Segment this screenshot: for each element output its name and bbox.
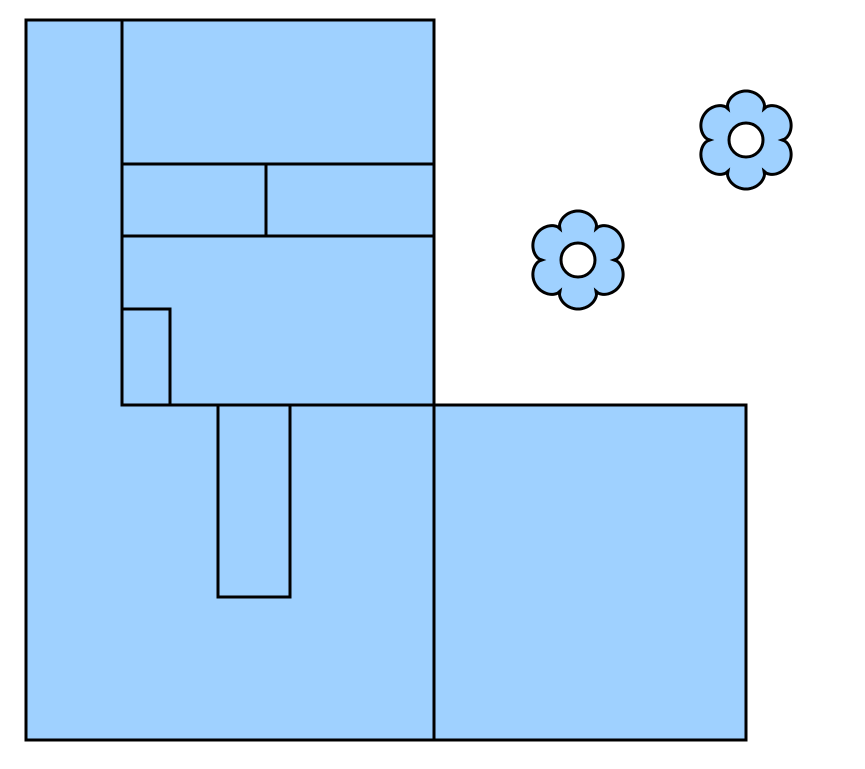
outer-left-block [24,18,436,742]
small-notch [120,307,172,407]
flower-icon [699,89,793,191]
vertical-slot [216,403,292,599]
flower-icon [531,209,625,311]
bottom-right-square [432,403,748,742]
